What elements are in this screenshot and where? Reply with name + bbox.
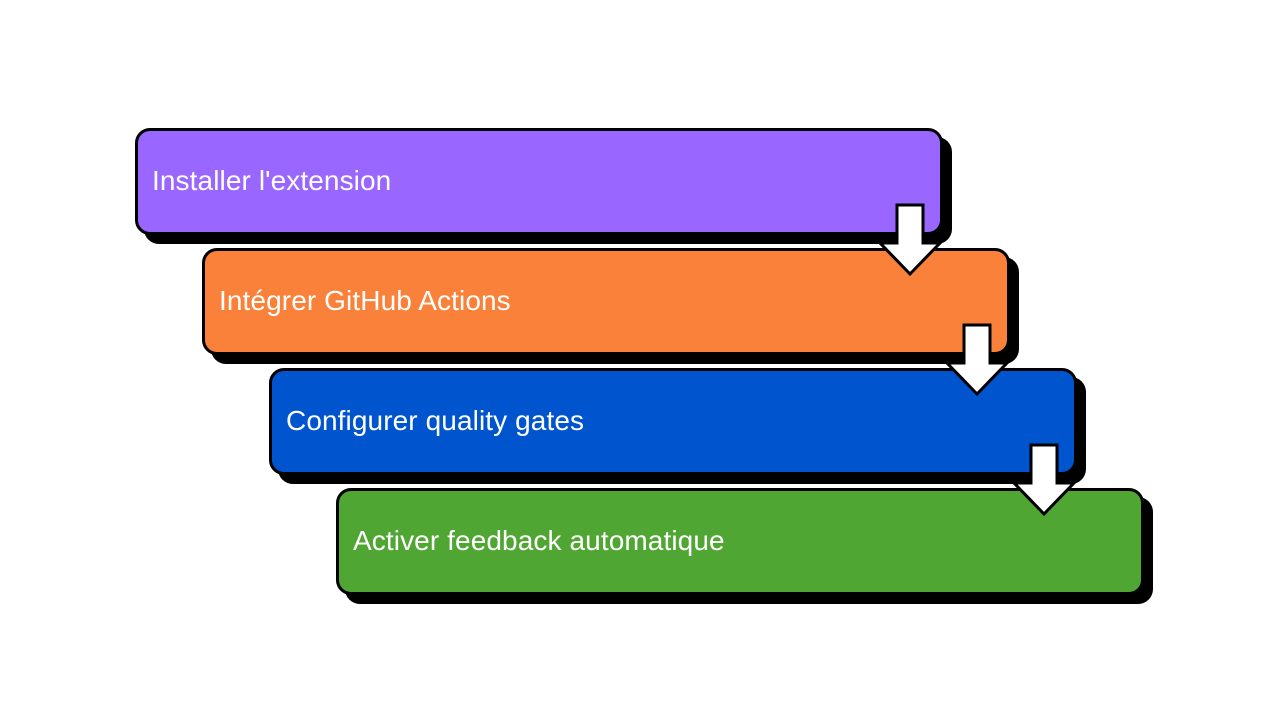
step-label: Activer feedback automatique [353,525,725,557]
step-label: Installer l'extension [152,165,392,197]
step-box-installer-lextension[interactable]: Installer l'extension [135,128,943,235]
step-label: Intégrer GitHub Actions [219,285,511,317]
step-box-activer-feedback-automatique[interactable]: Activer feedback automatique [336,488,1144,595]
step-box-configurer-quality-gates[interactable]: Configurer quality gates [269,368,1077,475]
step-label: Configurer quality gates [286,405,585,437]
step-box-integrer-github-actions[interactable]: Intégrer GitHub Actions [202,248,1010,355]
